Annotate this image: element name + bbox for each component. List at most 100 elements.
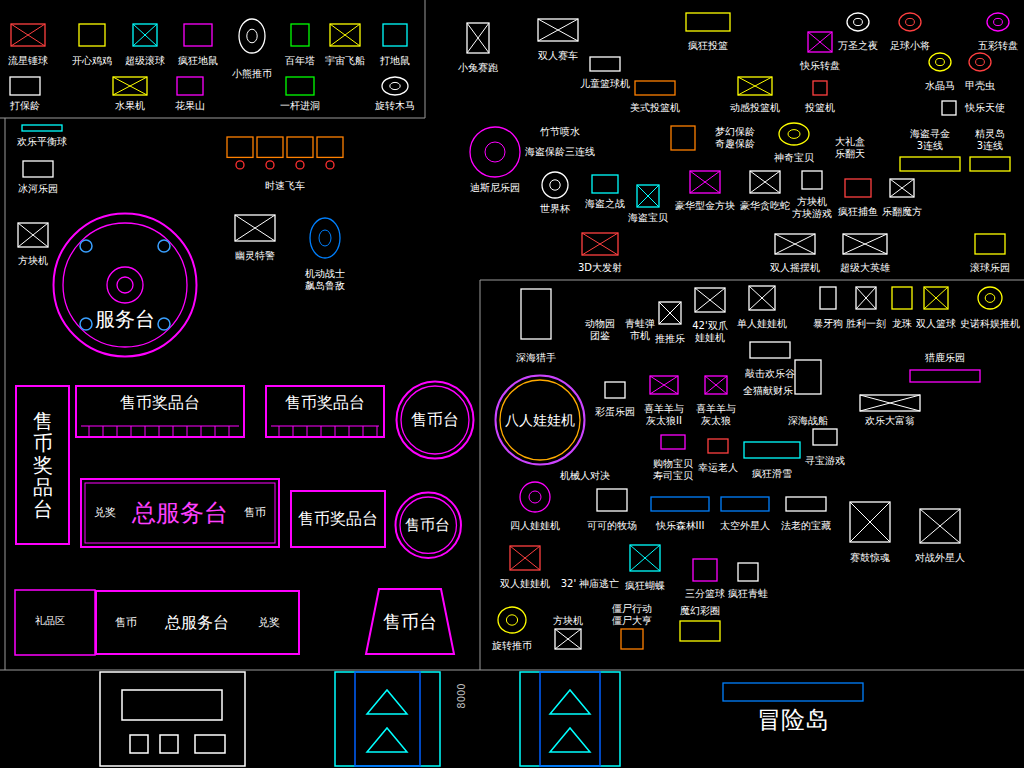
machine-symbol [555, 629, 581, 649]
prize-counter: 售币奖品台 [290, 490, 386, 548]
counter-tick [215, 426, 216, 436]
machine-symbol [920, 509, 960, 543]
counter-tick [201, 426, 202, 436]
machine-symbol [498, 607, 526, 633]
equipment-label: 史诺科娱推机 [960, 318, 1020, 330]
equipment-label: 豪华贪吃蛇 [740, 200, 790, 212]
machine-symbol [177, 77, 203, 95]
machine-symbol [635, 81, 675, 95]
counter-tick [307, 426, 308, 436]
counter-tick [89, 426, 90, 436]
machine-icon [775, 234, 815, 254]
equipment-label: 双人摇摆机 [770, 262, 820, 274]
machine-symbol [788, 130, 800, 139]
machine-symbol [910, 370, 980, 382]
prize-counter: 售币奖品台 [265, 385, 385, 438]
node-text: 服务台 [95, 307, 155, 331]
machine-symbol [680, 621, 720, 641]
machine-symbol [750, 171, 780, 193]
machine-symbol [582, 233, 618, 255]
machine-symbol [467, 23, 489, 53]
machine-symbol [987, 13, 1009, 31]
equipment-label: 魔幻彩圈 [680, 605, 720, 617]
equipment-label: 水果机 [115, 100, 145, 112]
frame-line [0, 670, 1024, 671]
machine-symbol [330, 24, 360, 46]
machine-icon [920, 509, 960, 543]
node-text: 兑奖 [258, 616, 280, 629]
ring [496, 376, 585, 465]
claw-machine-circle: 八人娃娃机 [494, 374, 586, 466]
machine-icon [795, 360, 821, 394]
machine-icon [23, 161, 53, 177]
counter-outline [291, 491, 385, 547]
fixture-outline [355, 672, 420, 766]
machine-symbol [843, 234, 887, 254]
equipment-label: 对战外星人 [915, 552, 965, 564]
machine-symbol [779, 123, 809, 145]
seat-symbol [326, 161, 334, 169]
equipment-label: 时速飞车 [265, 180, 305, 192]
machine-symbol [820, 287, 836, 309]
machine-symbol [690, 171, 720, 193]
fixture-outline [195, 735, 225, 753]
equipment-label: 梦幻保龄 奇趣保龄 [713, 126, 757, 150]
equipment-label: 美式投篮机 [630, 102, 680, 114]
machine-symbol [749, 286, 775, 310]
machine-icon [850, 502, 890, 542]
equipment-label: 机械人对决 [560, 470, 610, 482]
machine-symbol [470, 127, 520, 177]
machine-icon [900, 157, 960, 171]
counter-outline [81, 479, 279, 547]
equipment-label: 乐翻魔方 [882, 206, 922, 218]
machine-icon [605, 382, 625, 398]
machine-icon [969, 53, 991, 71]
counter-outline [366, 589, 454, 654]
equipment-label: 小兔赛跑 [458, 62, 498, 74]
equipment-label: 动物园 团鉴 [582, 318, 618, 342]
machine-symbol [693, 559, 717, 581]
machine-symbol [744, 442, 800, 458]
machine-icon [239, 19, 265, 53]
machine-symbol [485, 142, 505, 162]
machine-icon [521, 289, 551, 339]
machine-symbol [22, 125, 62, 131]
machine-symbol [775, 234, 815, 254]
coin-counter: 售币台 [395, 380, 475, 460]
machine-symbol [235, 215, 275, 241]
equipment-label: 旋转推币 [492, 640, 532, 652]
equipment-label: 3D大发射 [578, 262, 622, 274]
machine-symbol [18, 223, 48, 247]
machine-symbol [23, 161, 53, 177]
equipment-label: 开心鸡鸡 [72, 55, 112, 67]
machine-symbol [286, 77, 314, 95]
machine-symbol [506, 615, 517, 625]
equipment-label: 快乐天使 [965, 102, 1005, 114]
equipment-label: 精灵岛 3连线 [972, 128, 1008, 152]
machine-icon [635, 81, 675, 95]
machine-symbol [133, 24, 157, 46]
machine-symbol [18, 223, 48, 247]
fixture-outline [15, 590, 95, 655]
machine-symbol [555, 629, 581, 649]
machine-symbol [847, 13, 869, 31]
machine-symbol [808, 32, 832, 52]
machine-icon [680, 621, 720, 641]
equipment-label: 双人赛车 [538, 50, 578, 62]
machine-icon [750, 342, 790, 358]
counter-outline [266, 386, 384, 437]
equipment-label: 疯狂投篮 [688, 40, 728, 52]
machine-symbol [113, 77, 147, 95]
machine-symbol [590, 57, 620, 71]
counter-outline [76, 386, 244, 437]
equipment-label: 双人娃娃机 [500, 578, 550, 590]
machine-symbol [924, 287, 948, 309]
equipment-label: 喜羊羊与 灰太狼II [641, 403, 687, 427]
machine-icon [18, 223, 48, 247]
node-text: 售币 [115, 616, 137, 629]
machine-icon [520, 482, 550, 512]
machine-symbol [890, 179, 914, 197]
machine-symbol [994, 18, 1003, 25]
equipment-label: 单人娃娃机 [737, 318, 787, 330]
counter-tick [321, 426, 322, 436]
